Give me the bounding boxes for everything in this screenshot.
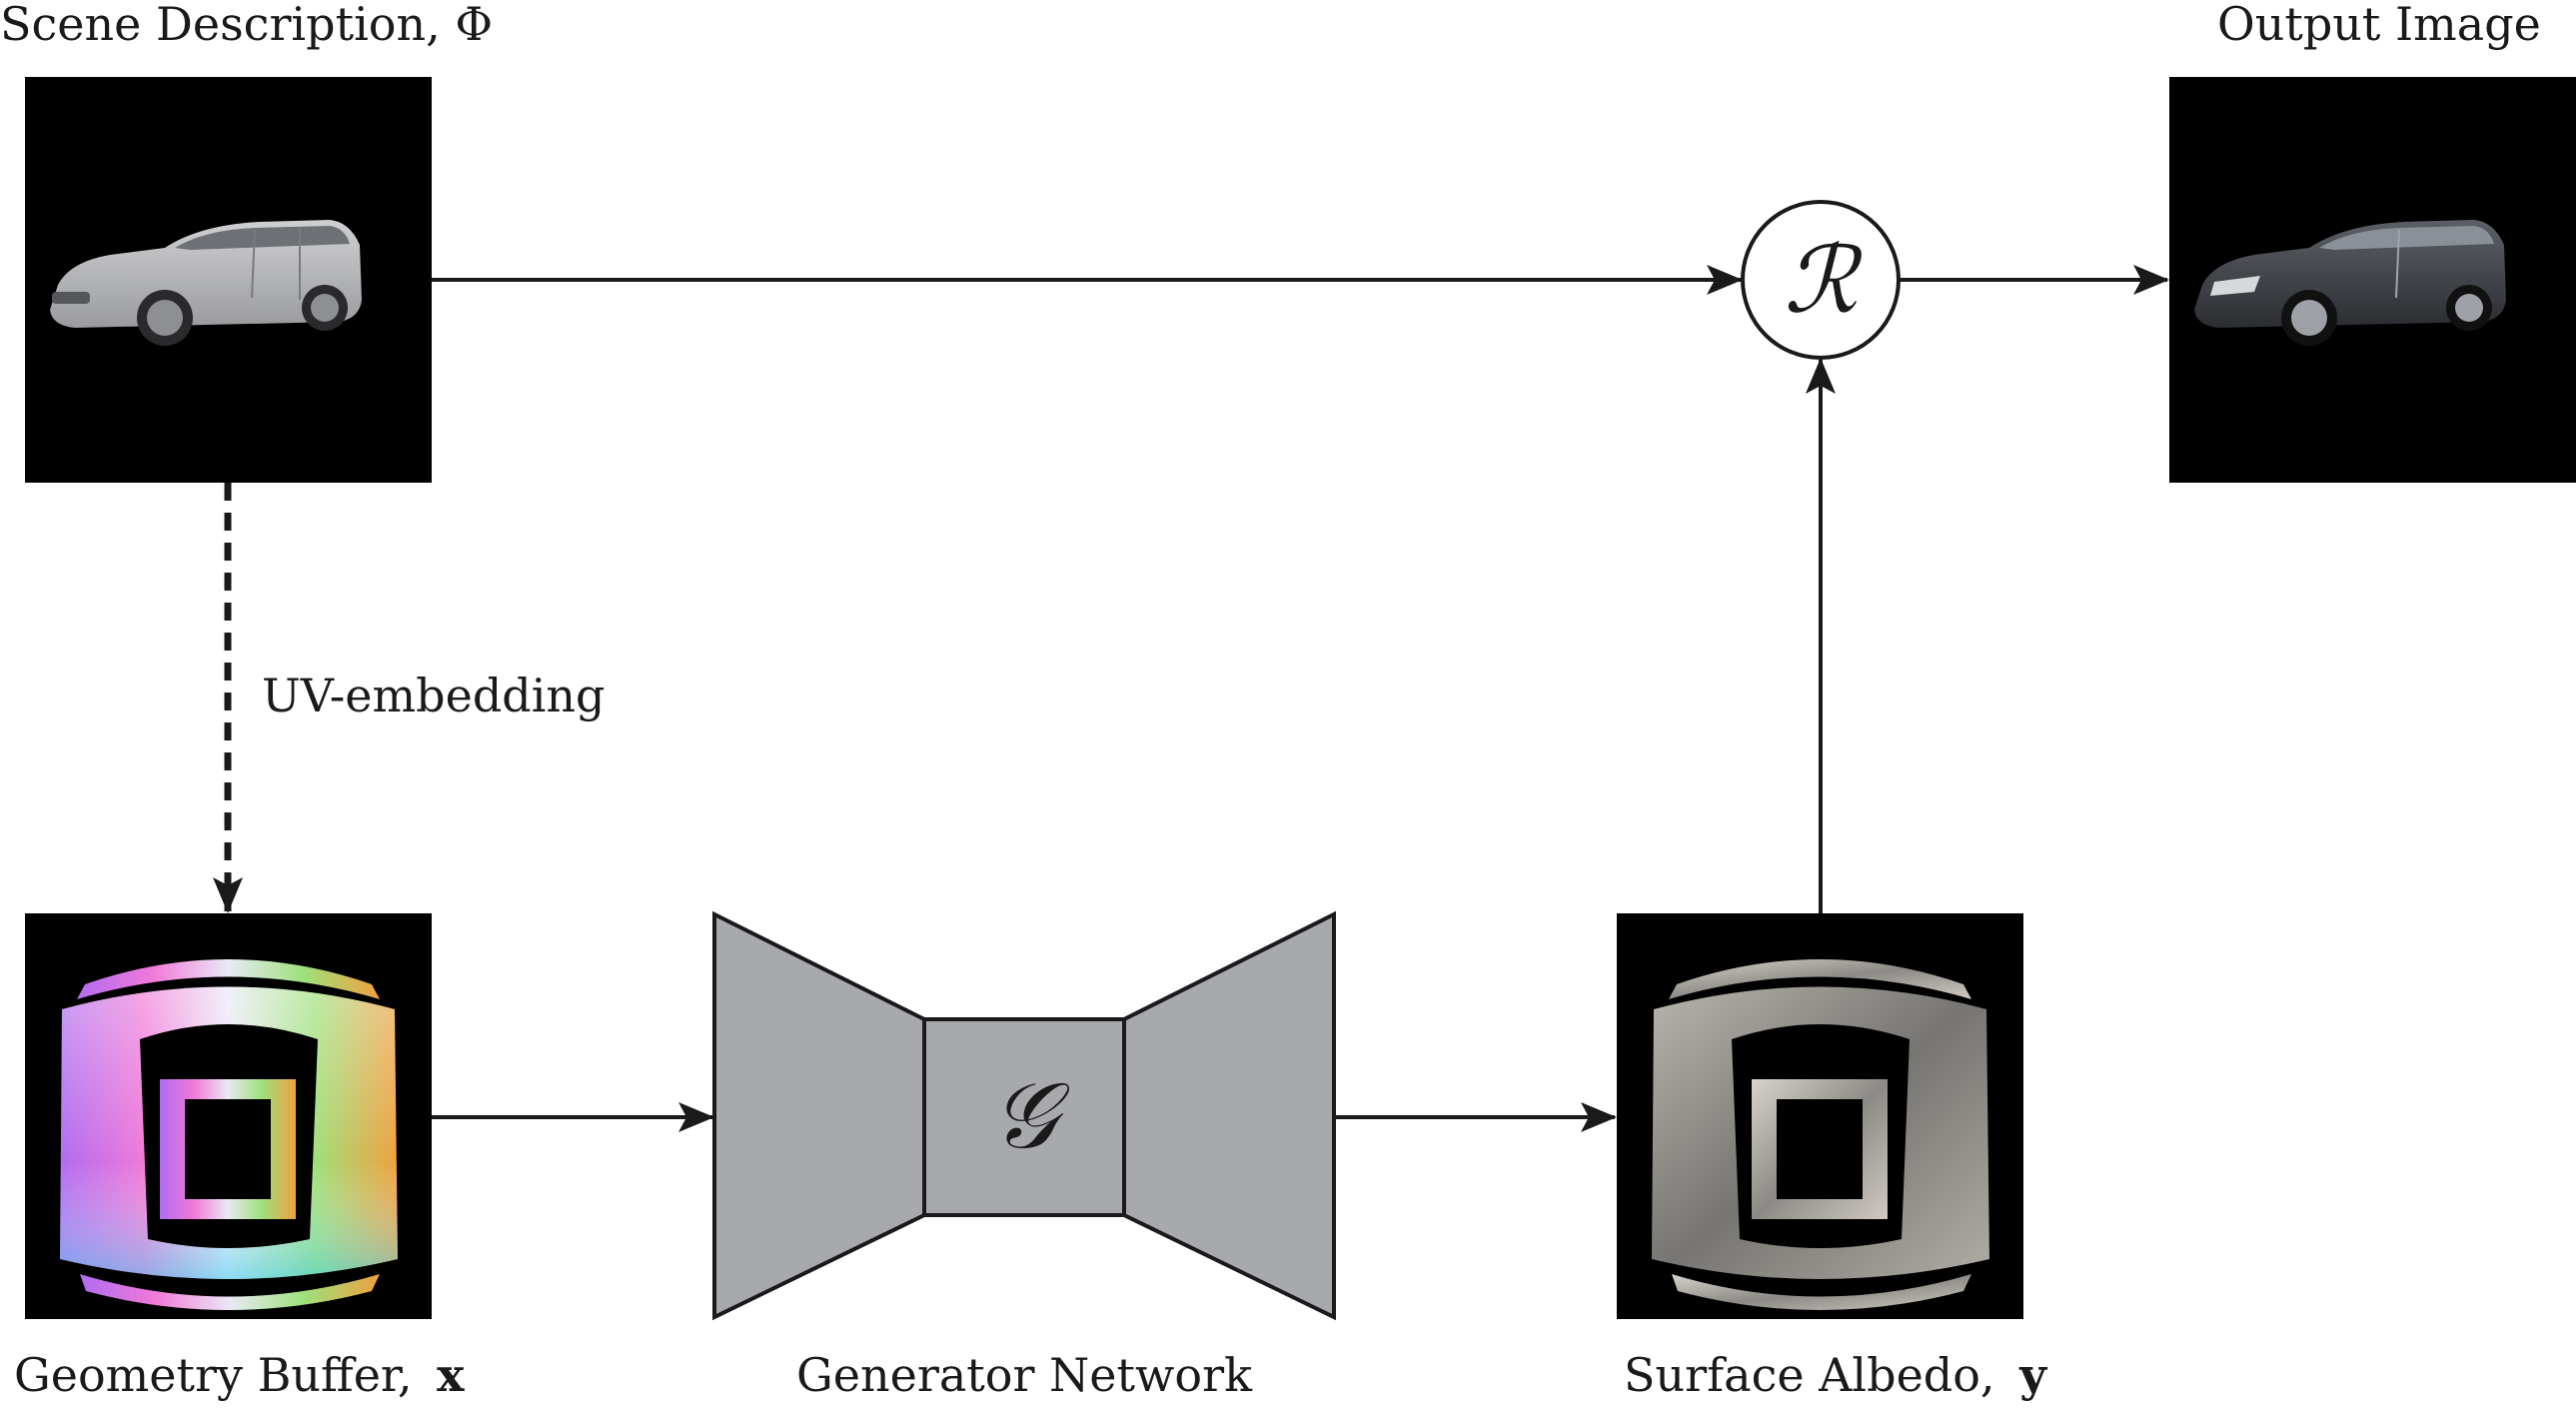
surface-albedo-panel xyxy=(1617,913,2023,1319)
uv-embedding-label: UV-embedding xyxy=(262,669,606,722)
renderer-node: ℛ xyxy=(1741,200,1901,360)
uv-map-albedo xyxy=(1652,959,1989,1310)
renderer-symbol: ℛ xyxy=(1784,227,1863,334)
surface-albedo-var: y xyxy=(2018,1348,2047,1402)
geometry-buffer-panel xyxy=(25,913,432,1319)
encoder-trapezoid xyxy=(712,910,926,1321)
car-gray-render xyxy=(50,220,362,346)
bottleneck-block xyxy=(922,1017,1126,1217)
output-image-panel xyxy=(2169,77,2576,483)
geometry-buffer-var: x xyxy=(437,1348,465,1402)
uv-map-colored xyxy=(60,959,398,1310)
geometry-buffer-text: Geometry Buffer, xyxy=(14,1348,412,1402)
generator-network: 𝒢 xyxy=(712,910,1336,1321)
surface-albedo-text: Surface Albedo, xyxy=(1624,1348,1995,1402)
output-image-label: Output Image xyxy=(2217,0,2541,51)
surface-albedo-label: Surface Albedo, y xyxy=(1624,1348,2047,1402)
car-dark-render xyxy=(2194,220,2506,346)
geometry-buffer-label: Geometry Buffer, x xyxy=(14,1348,465,1402)
decoder-trapezoid xyxy=(1122,910,1336,1321)
generator-network-label: Generator Network xyxy=(796,1348,1253,1402)
scene-description-label: Scene Description, Φ xyxy=(0,0,493,51)
scene-description-panel xyxy=(25,77,432,483)
arrows xyxy=(213,265,2169,1132)
